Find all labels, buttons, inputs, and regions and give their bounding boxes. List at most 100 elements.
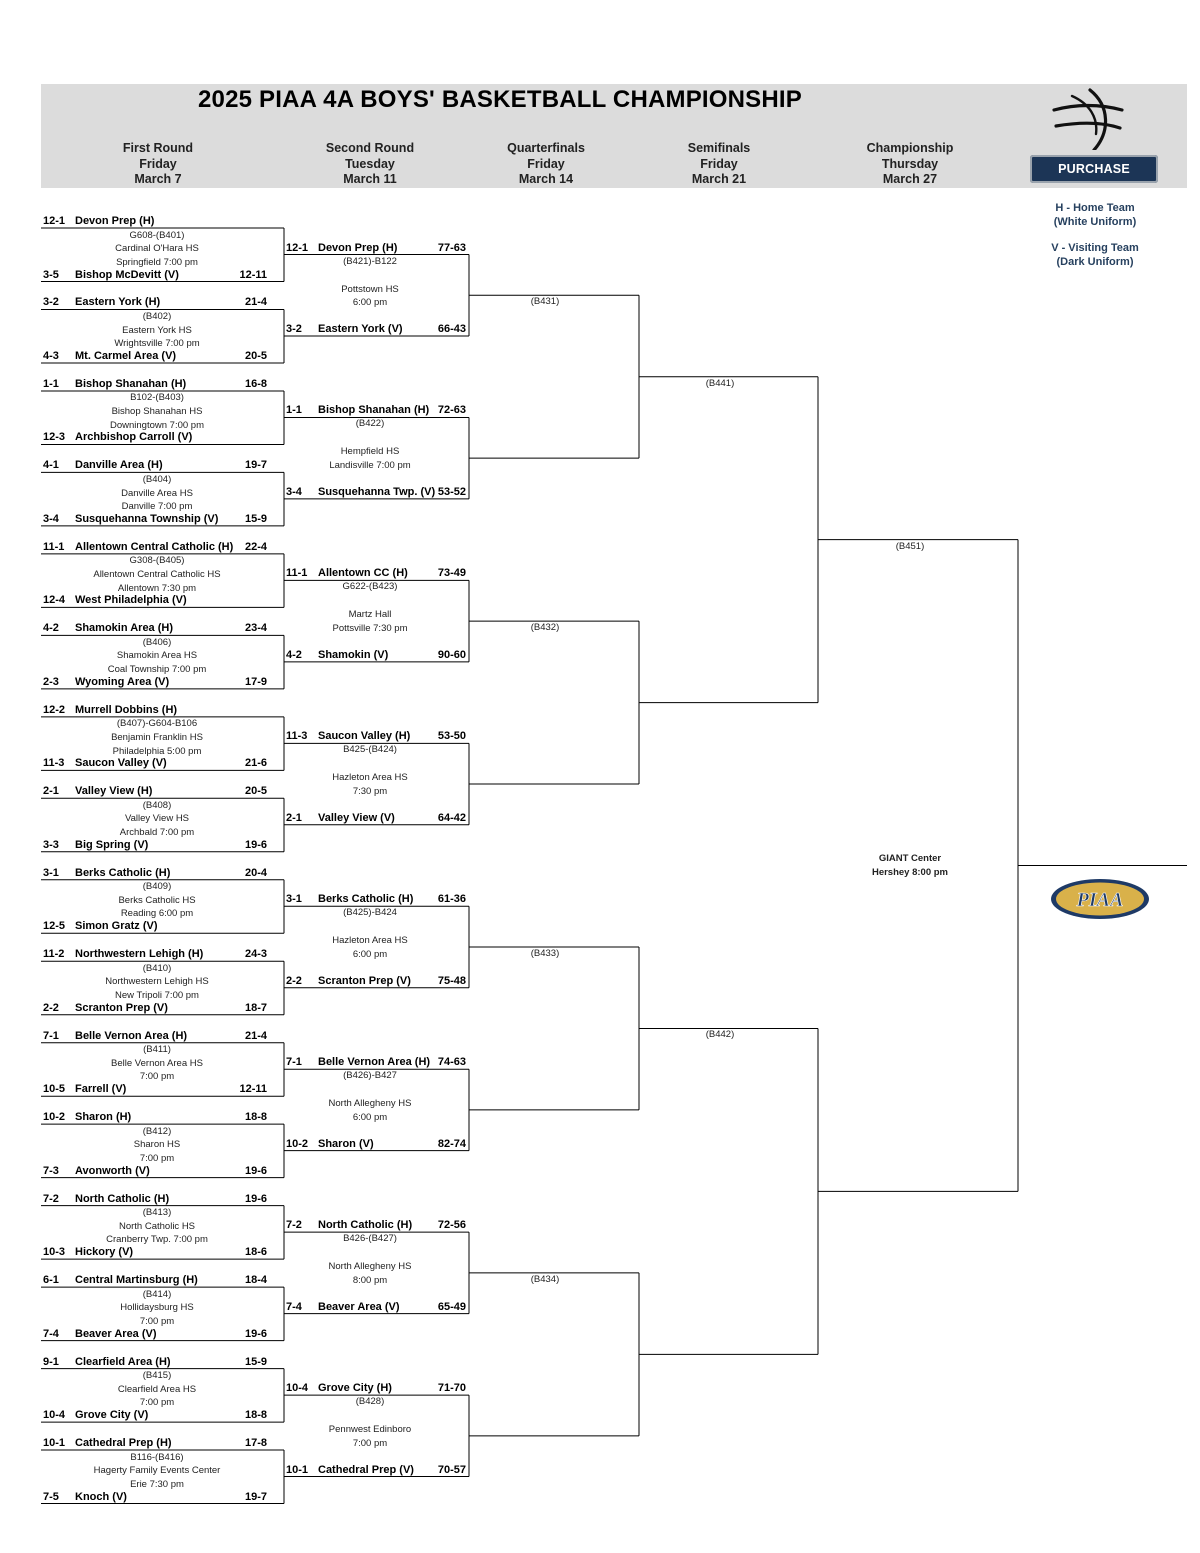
info-line: B116-(B416) bbox=[130, 1451, 184, 1463]
sf-game-code: (B442) bbox=[705, 1029, 735, 1041]
team-name: Devon Prep (H) bbox=[75, 215, 155, 227]
round-name: Championship bbox=[866, 141, 954, 155]
team-name: West Philadelphia (V) bbox=[75, 594, 187, 607]
team-name: Cathedral Prep (H) bbox=[75, 1437, 172, 1450]
info-line: (B414) bbox=[142, 1288, 172, 1300]
r2-game-code: (B421)-B122 bbox=[343, 255, 397, 267]
info-line: (B412) bbox=[142, 1125, 172, 1137]
score: 12-11 bbox=[239, 268, 267, 281]
r2-game-code: B425-(B424) bbox=[343, 744, 397, 756]
qf-game-code: (B433) bbox=[530, 947, 560, 959]
seed: 2-1 bbox=[286, 811, 302, 824]
team-name: Berks Catholic (H) bbox=[318, 893, 414, 906]
info-line: Erie 7:30 pm bbox=[130, 1478, 184, 1490]
score: 70-57 bbox=[437, 1463, 466, 1476]
info-line: Sharon HS bbox=[133, 1139, 181, 1151]
round-date: March 11 bbox=[343, 172, 397, 186]
score: 15-9 bbox=[244, 1355, 267, 1368]
score: 61-36 bbox=[437, 893, 466, 906]
r2-team-bottom: 10-2 Sharon (V) bbox=[286, 1138, 374, 1151]
info-line: B102-(B403) bbox=[130, 392, 184, 404]
seed: 10-2 bbox=[286, 1137, 309, 1150]
info-line: Cranberry Twp. 7:00 pm bbox=[106, 1234, 208, 1246]
team-name: Bishop McDevitt (V) bbox=[75, 268, 179, 281]
score: 23-4 bbox=[244, 622, 267, 635]
round-date: March 7 bbox=[134, 172, 182, 186]
team-name: Grove City (V) bbox=[75, 1409, 149, 1422]
info-line: Pennwest Edinboro bbox=[328, 1424, 412, 1436]
score: 16-8 bbox=[244, 377, 267, 390]
team-name: Clearfield Area (H) bbox=[75, 1355, 171, 1368]
team-name: Sharon (V) bbox=[318, 1137, 374, 1150]
info-line: Hollidaysburg HS bbox=[120, 1302, 194, 1314]
qf-game-code: (B434) bbox=[530, 1273, 560, 1285]
info-line: North Allegheny HS bbox=[328, 1098, 412, 1110]
round-header-first: First Round Friday March 7 bbox=[68, 141, 248, 188]
seed: 3-2 bbox=[286, 322, 302, 335]
info-line: Coal Township 7:00 pm bbox=[107, 664, 207, 676]
seed: 12-4 bbox=[43, 594, 66, 607]
r1-team-top: 11-1 Allentown Central Catholic (H) bbox=[43, 541, 233, 554]
score: 18-7 bbox=[244, 1001, 267, 1014]
team-name: Saucon Valley (V) bbox=[75, 757, 167, 770]
score: 17-9 bbox=[244, 675, 267, 688]
seed: 3-5 bbox=[43, 268, 59, 281]
r2-game-code: (B425)-B424 bbox=[343, 907, 397, 919]
score: 20-5 bbox=[244, 785, 267, 798]
info-line: 7:00 pm bbox=[139, 1397, 175, 1409]
info-line: Archbald 7:00 pm bbox=[119, 826, 195, 838]
team-name: Scranton Prep (V) bbox=[75, 1001, 168, 1014]
info-line: Clearfield Area HS bbox=[117, 1383, 197, 1395]
seed: 11-1 bbox=[43, 540, 65, 553]
score: 18-8 bbox=[244, 1409, 267, 1422]
seed: 4-1 bbox=[43, 459, 59, 472]
team-name: Beaver Area (V) bbox=[318, 1300, 400, 1313]
piaa-logo-text: PIAA bbox=[1076, 889, 1124, 911]
round-name: Semifinals bbox=[687, 141, 751, 155]
qf-game-code: (B431) bbox=[530, 296, 560, 308]
info-line: (B415) bbox=[142, 1370, 172, 1382]
seed: 11-2 bbox=[43, 948, 65, 961]
team-name: North Catholic (H) bbox=[75, 1192, 170, 1205]
info-line: Martz Hall bbox=[348, 609, 392, 621]
score: 53-52 bbox=[437, 485, 466, 498]
seed: 2-1 bbox=[43, 785, 59, 798]
info-line: Landisville 7:00 pm bbox=[329, 460, 411, 472]
info-line: North Catholic HS bbox=[118, 1220, 196, 1232]
info-line: (B407)-G604-B106 bbox=[116, 718, 198, 730]
seed: 12-5 bbox=[43, 920, 66, 933]
round-header-second: Second Round Tuesday March 11 bbox=[280, 141, 460, 188]
seed: 7-3 bbox=[43, 1164, 59, 1177]
purchase-tickets-button[interactable]: PURCHASE TICKETS bbox=[1030, 155, 1158, 204]
seed: 12-1 bbox=[43, 215, 66, 227]
seed: 3-3 bbox=[43, 838, 59, 851]
info-line: Reading 6:00 pm bbox=[120, 908, 194, 920]
page-title: 2025 PIAA 4A BOYS' BASKETBALL CHAMPIONSH… bbox=[198, 86, 802, 113]
seed: 11-3 bbox=[43, 757, 65, 770]
score: 82-74 bbox=[437, 1137, 466, 1150]
round-date: March 27 bbox=[882, 172, 938, 186]
team-name: Allentown Central Catholic (H) bbox=[75, 540, 234, 553]
info-line: Philadelphia 5:00 pm bbox=[112, 745, 202, 757]
